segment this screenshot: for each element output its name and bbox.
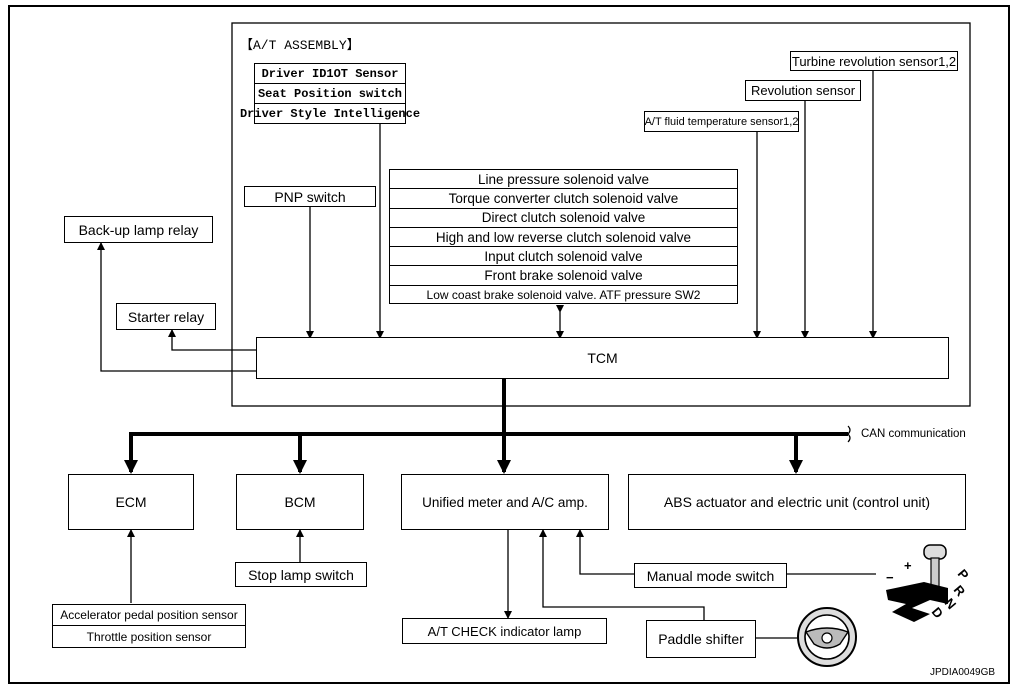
bcm-box: BCM xyxy=(236,474,364,530)
svg-text:P: P xyxy=(955,566,972,583)
fluid-temperature-sensor: A/T fluid temperature sensor1,2 xyxy=(644,111,799,132)
driver-id-sensor: Driver ID1OT Sensor xyxy=(255,64,405,84)
low-coast-brake-solenoid: Low coast brake solenoid valve. ATF pres… xyxy=(426,288,701,303)
assembly-frame xyxy=(231,22,971,407)
pnp-switch: PNP switch xyxy=(244,186,376,207)
revolution-sensor: Revolution sensor xyxy=(745,80,861,101)
figure-id: JPDIA0049GB xyxy=(930,667,996,678)
seat-position-switch: Seat Position switch xyxy=(255,84,405,104)
can-communication-label: CAN communication xyxy=(861,428,966,440)
svg-text:−: − xyxy=(886,570,894,585)
assembly-title: 【A/T ASSEMBLY】 xyxy=(240,38,360,53)
solenoid-stack: Line pressure solenoid valve Torque conv… xyxy=(389,169,738,304)
tcm-box: TCM xyxy=(256,337,949,379)
front-brake-solenoid: Front brake solenoid valve xyxy=(390,266,737,286)
input-clutch-solenoid: Input clutch solenoid valve xyxy=(390,247,737,267)
manual-mode-switch: Manual mode switch xyxy=(634,563,787,588)
backup-lamp-relay: Back-up lamp relay xyxy=(64,216,213,243)
unified-meter-box: Unified meter and A/C amp. xyxy=(401,474,609,530)
outer-frame xyxy=(8,5,1010,684)
abs-actuator-box: ABS actuator and electric unit (control … xyxy=(628,474,966,530)
stop-lamp-switch: Stop lamp switch xyxy=(235,562,367,587)
svg-text:+: + xyxy=(904,558,912,573)
accelerator-pedal-sensor: Accelerator pedal position sensor xyxy=(53,605,245,626)
gear-shifter-icon: P R N D + − xyxy=(886,544,972,622)
turbine-revolution-sensor: Turbine revolution sensor1,2 xyxy=(790,51,958,71)
starter-relay: Starter relay xyxy=(116,303,216,330)
check-indicator-lamp: A/T CHECK indicator lamp xyxy=(402,618,607,644)
accel-sensor-stack: Accelerator pedal position sensor Thrott… xyxy=(52,604,246,648)
direct-clutch-solenoid: Direct clutch solenoid valve xyxy=(390,209,737,228)
throttle-position-sensor: Throttle position sensor xyxy=(86,629,212,644)
steering-wheel-icon xyxy=(797,607,857,667)
torque-converter-solenoid: Torque converter clutch solenoid valve xyxy=(390,189,737,209)
ecm-box: ECM xyxy=(68,474,194,530)
paddle-shifter: Paddle shifter xyxy=(646,620,756,658)
line-pressure-solenoid: Line pressure solenoid valve xyxy=(390,170,737,190)
high-low-reverse-solenoid: High and low reverse clutch solenoid val… xyxy=(390,228,737,248)
driver-style-intelligence: Driver Style Intelligence xyxy=(239,106,421,121)
driver-sensor-stack: Driver ID1OT Sensor Seat Position switch… xyxy=(239,63,421,124)
